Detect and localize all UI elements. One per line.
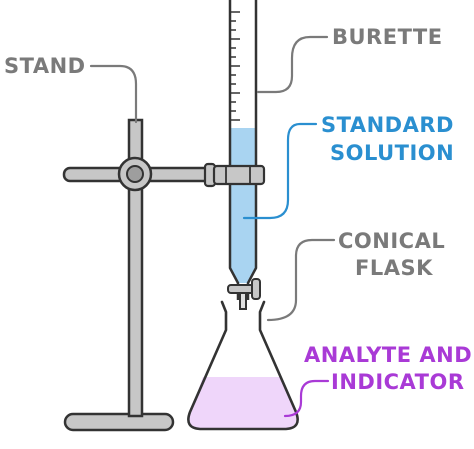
conical-flask bbox=[187, 300, 299, 431]
burette-graduations bbox=[230, 11, 240, 121]
label-analyte-line2: INDICATOR bbox=[331, 370, 465, 394]
retort-stand bbox=[62, 118, 214, 432]
burette-leader bbox=[256, 35, 329, 94]
label-standard-solution-line2: SOLUTION bbox=[330, 141, 454, 165]
conical-flask-leader bbox=[266, 238, 336, 322]
label-burette: BURETTE bbox=[332, 25, 443, 49]
analyte-liquid bbox=[188, 377, 297, 428]
stand-base bbox=[63, 412, 175, 432]
label-conical-flask-line2: FLASK bbox=[355, 256, 433, 280]
stand-leader bbox=[89, 64, 138, 124]
boss-clamp-screw bbox=[126, 165, 144, 183]
burette-outlet bbox=[239, 292, 247, 310]
label-stand: STAND bbox=[4, 54, 86, 78]
label-conical-flask-line1: CONICAL bbox=[338, 229, 445, 253]
burette-solution bbox=[230, 128, 256, 268]
burette-clamp bbox=[203, 162, 266, 188]
standard-solution-leader bbox=[242, 122, 318, 220]
clamp-grip bbox=[212, 164, 266, 186]
burette bbox=[227, 0, 261, 310]
label-analyte-line1: ANALYTE AND bbox=[304, 343, 472, 367]
clamp-grip-lines bbox=[225, 166, 251, 184]
label-standard-solution-line1: STANDARD bbox=[321, 113, 454, 137]
stopcock-handle[interactable] bbox=[251, 278, 261, 300]
analyte-leader bbox=[283, 379, 330, 418]
